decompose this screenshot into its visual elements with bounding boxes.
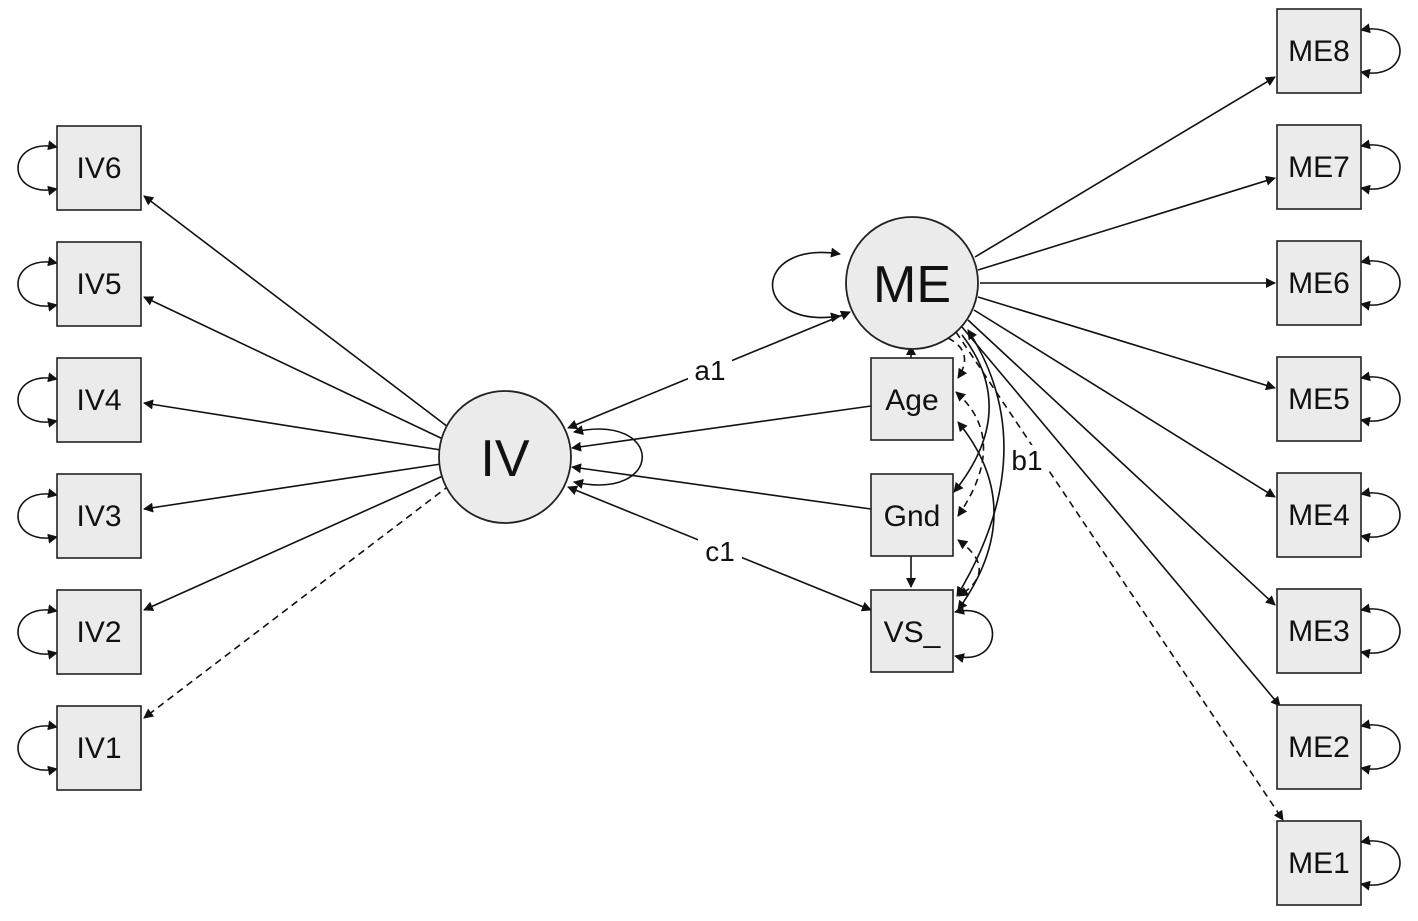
variance-iv2	[17, 604, 58, 660]
indicator-me3-label: ME3	[1288, 615, 1350, 648]
indicator-iv5: IV5	[56, 241, 142, 327]
indicator-me7: ME7	[1276, 124, 1362, 210]
edges	[17, 23, 1401, 891]
indicator-me4-label: ME4	[1288, 499, 1350, 532]
indicator-me6-label: ME6	[1288, 267, 1350, 300]
covariate-vs-label: VS_	[884, 616, 942, 649]
covariate-vs: VS_	[870, 589, 954, 673]
loading-me-me5	[977, 296, 1276, 391]
latent-variables: IV ME	[438, 216, 979, 524]
indicator-iv3: IV3	[56, 473, 142, 559]
indicator-me2-label: ME2	[1288, 731, 1350, 764]
indicator-me1: ME1	[1276, 820, 1362, 906]
path-age-iv	[571, 405, 872, 452]
latent-me-label: ME	[873, 256, 951, 314]
variance-iv6	[17, 140, 58, 196]
label-b1: b1	[1011, 445, 1042, 476]
variance-iv-latent	[573, 425, 643, 489]
indicator-iv3-label: IV3	[76, 500, 121, 533]
indicator-iv4-label: IV4	[76, 384, 121, 417]
covariates: Age Gnd VS_	[870, 357, 954, 673]
loading-me-me3	[967, 319, 1276, 606]
loading-iv-iv5	[143, 296, 446, 441]
label-c1: c1	[705, 536, 735, 567]
indicator-iv2-label: IV2	[76, 616, 121, 649]
indicator-me8: ME8	[1276, 8, 1362, 94]
path-gnd-vs-cov	[957, 539, 981, 597]
variance-me1	[1360, 835, 1401, 891]
path-gnd-iv	[571, 463, 872, 510]
loading-me-me8	[974, 76, 1276, 258]
variance-iv3	[17, 488, 58, 544]
indicator-me2: ME2	[1276, 704, 1362, 790]
loading-iv-iv1	[143, 484, 451, 719]
path-age-gnd-cov	[955, 391, 985, 517]
covariate-gnd-label: Gnd	[884, 500, 941, 533]
covariate-age-label: Age	[885, 384, 938, 417]
variance-me3	[1360, 603, 1401, 659]
path-b1	[956, 329, 1005, 597]
loading-me-me4	[973, 309, 1276, 498]
variance-iv4	[17, 372, 58, 428]
path-me-gnd	[953, 334, 990, 493]
indicator-iv1-label: IV1	[76, 732, 121, 765]
indicator-me1-label: ME1	[1288, 847, 1350, 880]
label-a1: a1	[694, 355, 725, 386]
indicator-me7-label: ME7	[1288, 151, 1350, 184]
variance-iv1	[17, 720, 58, 776]
path-me-age	[947, 337, 968, 379]
variance-me5	[1360, 371, 1401, 427]
loading-iv-iv3	[143, 463, 442, 513]
variance-me7	[1360, 139, 1401, 195]
loading-me-me7	[977, 175, 1276, 271]
iv-indicators: IV6 IV5 IV4 IV3 IV2 IV1	[56, 125, 142, 791]
covariate-age: Age	[870, 357, 954, 441]
covariate-gnd: Gnd	[870, 473, 954, 557]
indicator-me3: ME3	[1276, 588, 1362, 674]
variance-iv5	[17, 256, 58, 312]
loading-iv-iv2	[143, 474, 446, 611]
indicator-iv2: IV2	[56, 589, 142, 675]
loading-me-me2	[961, 326, 1281, 707]
path-labels: a1 c1 b1	[688, 355, 1049, 567]
variance-me-latent	[771, 247, 841, 323]
variance-me2	[1360, 719, 1401, 775]
indicator-me8-label: ME8	[1288, 35, 1350, 68]
indicator-me6: ME6	[1276, 240, 1362, 326]
indicator-iv1: IV1	[56, 705, 142, 791]
indicator-iv5-label: IV5	[76, 268, 121, 301]
loading-iv-iv6	[143, 195, 453, 431]
variance-me6	[1360, 255, 1401, 311]
variance-me4	[1360, 487, 1401, 543]
variance-me8	[1360, 23, 1401, 79]
loading-me-me1	[955, 331, 1284, 821]
me-indicators: ME8 ME7 ME6 ME5 ME4 ME3 ME2 ME1	[1276, 8, 1362, 906]
indicator-me5: ME5	[1276, 356, 1362, 442]
latent-iv-label: IV	[480, 430, 529, 488]
indicator-me5-label: ME5	[1288, 383, 1350, 416]
loading-iv-iv4	[143, 399, 442, 451]
indicator-iv6-label: IV6	[76, 152, 121, 185]
path-age-vs-cov	[957, 421, 995, 611]
indicator-iv4: IV4	[56, 357, 142, 443]
latent-me: ME	[845, 216, 979, 350]
indicator-me4: ME4	[1276, 472, 1362, 558]
variance-vs	[954, 605, 994, 663]
indicator-iv6: IV6	[56, 125, 142, 211]
latent-iv: IV	[438, 390, 572, 524]
